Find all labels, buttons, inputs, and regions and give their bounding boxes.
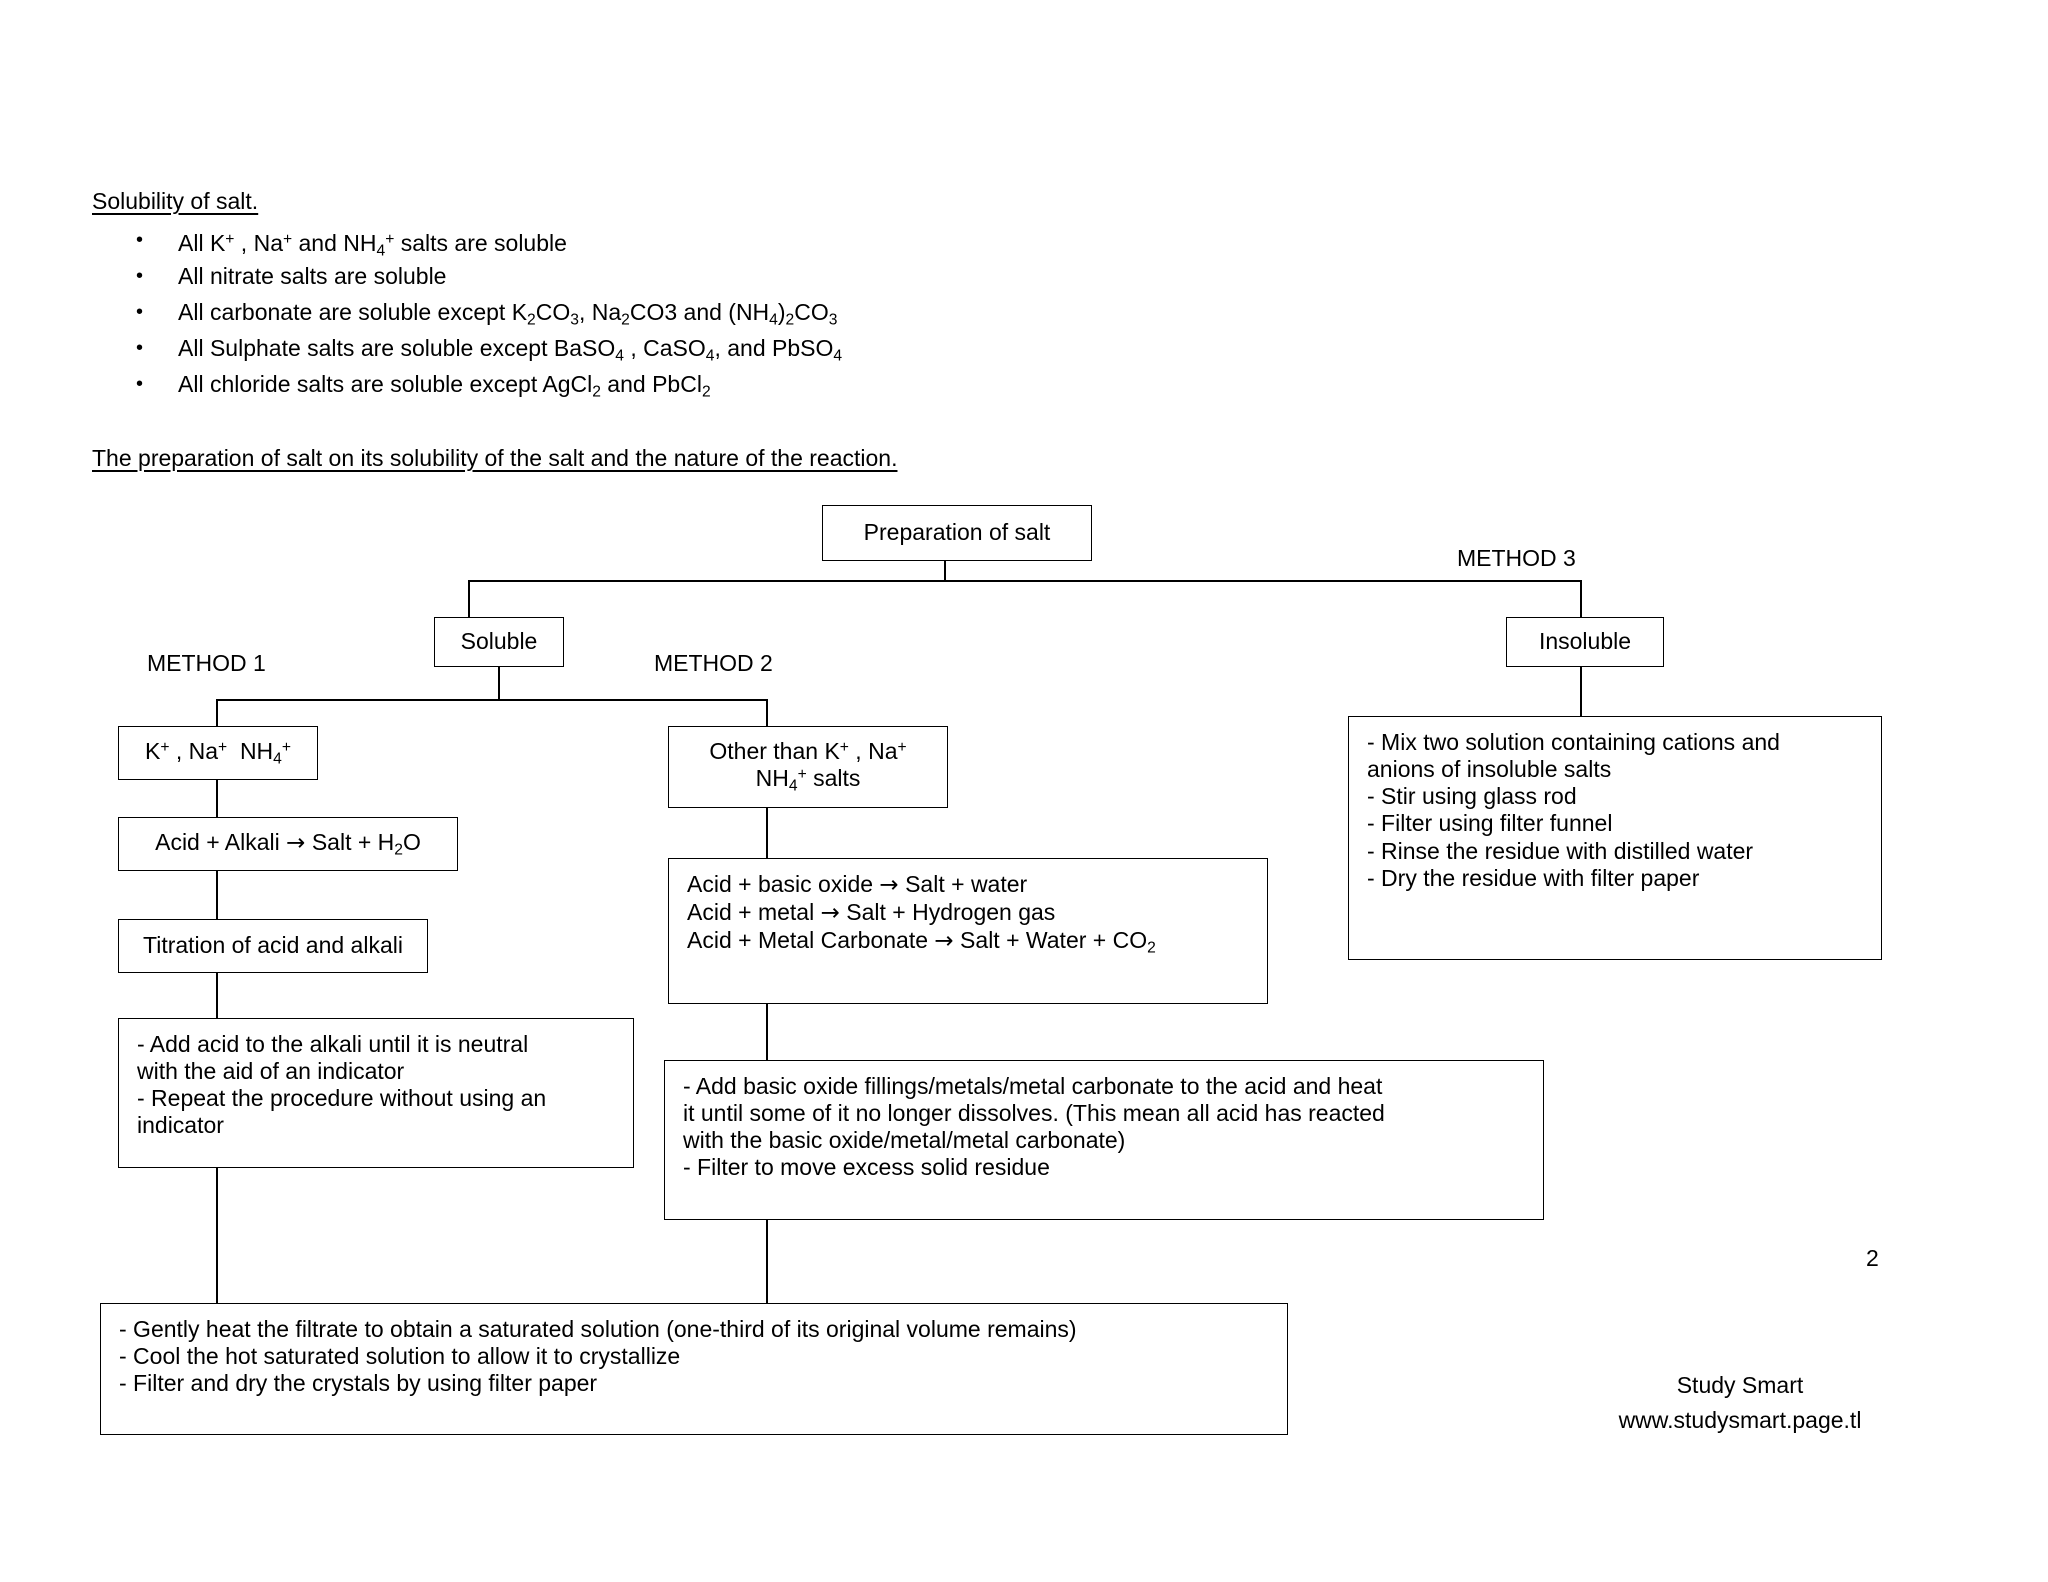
connector-soluble-split: [216, 699, 768, 701]
flow-box-method1-technique: Titration of acid and alkali: [118, 919, 428, 973]
method2-cations-line2: NH4+ salts: [755, 765, 861, 795]
method2-reaction-1: Acid + basic oxide → Salt + water: [687, 871, 1028, 898]
final-step-2: - Cool the hot saturated solution to all…: [119, 1343, 681, 1370]
list-item: All K+ , Na+ and NH4+ salts are soluble: [122, 222, 842, 259]
method3-step-1b: anions of insoluble salts: [1367, 756, 1612, 783]
method1-step-2b: indicator: [137, 1112, 224, 1139]
connector-to-method1: [216, 699, 218, 737]
connector-method2-2: [766, 1004, 768, 1064]
method2-reaction-3: Acid + Metal Carbonate → Salt + Water + …: [687, 927, 1156, 957]
method2-step-1b: it until some of it no longer dissolves.…: [683, 1100, 1385, 1127]
flow-box-insoluble: Insoluble: [1506, 617, 1664, 667]
connector-method2-1: [766, 808, 768, 861]
flow-box-method2-cations: Other than K+ , Na+ NH4+ salts: [668, 726, 948, 808]
method3-label: METHOD 3: [1453, 545, 1580, 572]
connector-method2-to-final: [766, 1220, 768, 1305]
flow-box-method2-reactions: Acid + basic oxide → Salt + water Acid +…: [668, 858, 1268, 1004]
solubility-bullet-list: All K+ , Na+ and NH4+ salts are soluble …: [122, 222, 842, 402]
method1-label: METHOD 1: [143, 650, 270, 677]
method2-step-1c: with the basic oxide/metal/metal carbona…: [683, 1127, 1126, 1154]
connector-method1-2: [216, 871, 218, 922]
connector-root-stem: [944, 561, 946, 581]
method1-cations-text: K+ , Na+ NH4+: [145, 737, 291, 767]
solubility-heading: Solubility of salt.: [92, 188, 259, 214]
flow-box-method1-cations: K+ , Na+ NH4+: [118, 726, 318, 780]
connector-method1-1: [216, 780, 218, 820]
method1-step-1b: with the aid of an indicator: [137, 1058, 405, 1085]
method2-cations-line1: Other than K+ , Na+: [709, 738, 907, 765]
flow-box-method2-steps: - Add basic oxide fillings/metals/metal …: [664, 1060, 1544, 1220]
list-item: All Sulphate salts are soluble except Ba…: [122, 330, 842, 366]
method1-step-2: - Repeat the procedure without using an: [137, 1085, 547, 1112]
method2-reaction-2: Acid + metal → Salt + Hydrogen gas: [687, 899, 1056, 927]
connector-method1-to-final: [216, 1168, 218, 1305]
connector-soluble-stem: [498, 667, 500, 700]
method3-step-3: - Filter using filter funnel: [1367, 810, 1613, 837]
method3-step-1: - Mix two solution containing cations an…: [1367, 729, 1780, 755]
flow-box-method1-steps: - Add acid to the alkali until it is neu…: [118, 1018, 634, 1168]
footer-brand: Study Smart: [1676, 1372, 1804, 1398]
connector-method3-1: [1580, 667, 1582, 717]
flow-box-final-steps: - Gently heat the filtrate to obtain a s…: [100, 1303, 1288, 1435]
page-number: 2: [1866, 1245, 1879, 1271]
connector-method1-3: [216, 973, 218, 1021]
flow-box-method3-steps: - Mix two solution containing cations an…: [1348, 716, 1882, 960]
method2-step-1: - Add basic oxide fillings/metals/metal …: [683, 1073, 1383, 1099]
flow-box-soluble: Soluble: [434, 617, 564, 667]
preparation-heading: The preparation of salt on its solubilit…: [92, 445, 898, 471]
connector-to-method2: [766, 699, 768, 737]
method3-step-5: - Dry the residue with filter paper: [1367, 864, 1700, 891]
method2-label: METHOD 2: [650, 650, 777, 677]
list-item: All chloride salts are soluble except Ag…: [122, 366, 842, 402]
method3-step-2: - Stir using glass rod: [1367, 783, 1577, 810]
footer-url: www.studysmart.page.tl: [1618, 1407, 1862, 1433]
flow-box-method1-reaction: Acid + Alkali → Salt + H2O: [118, 817, 458, 871]
method1-reaction-text: Acid + Alkali → Salt + H2O: [155, 828, 421, 858]
connector-to-insoluble: [1580, 580, 1582, 618]
connector-to-soluble: [468, 580, 470, 618]
final-step-1: - Gently heat the filtrate to obtain a s…: [119, 1316, 1077, 1342]
method3-step-4: - Rinse the residue with distilled water: [1367, 837, 1754, 864]
flow-box-preparation-of-salt: Preparation of salt: [822, 505, 1092, 561]
method1-step-1: - Add acid to the alkali until it is neu…: [137, 1031, 529, 1057]
connector-root-split: [468, 580, 1582, 582]
method2-step-2: - Filter to move excess solid residue: [683, 1154, 1050, 1181]
final-step-3: - Filter and dry the crystals by using f…: [119, 1370, 598, 1397]
list-item: All nitrate salts are soluble: [122, 258, 842, 294]
list-item: All carbonate are soluble except K2CO3, …: [122, 294, 842, 330]
